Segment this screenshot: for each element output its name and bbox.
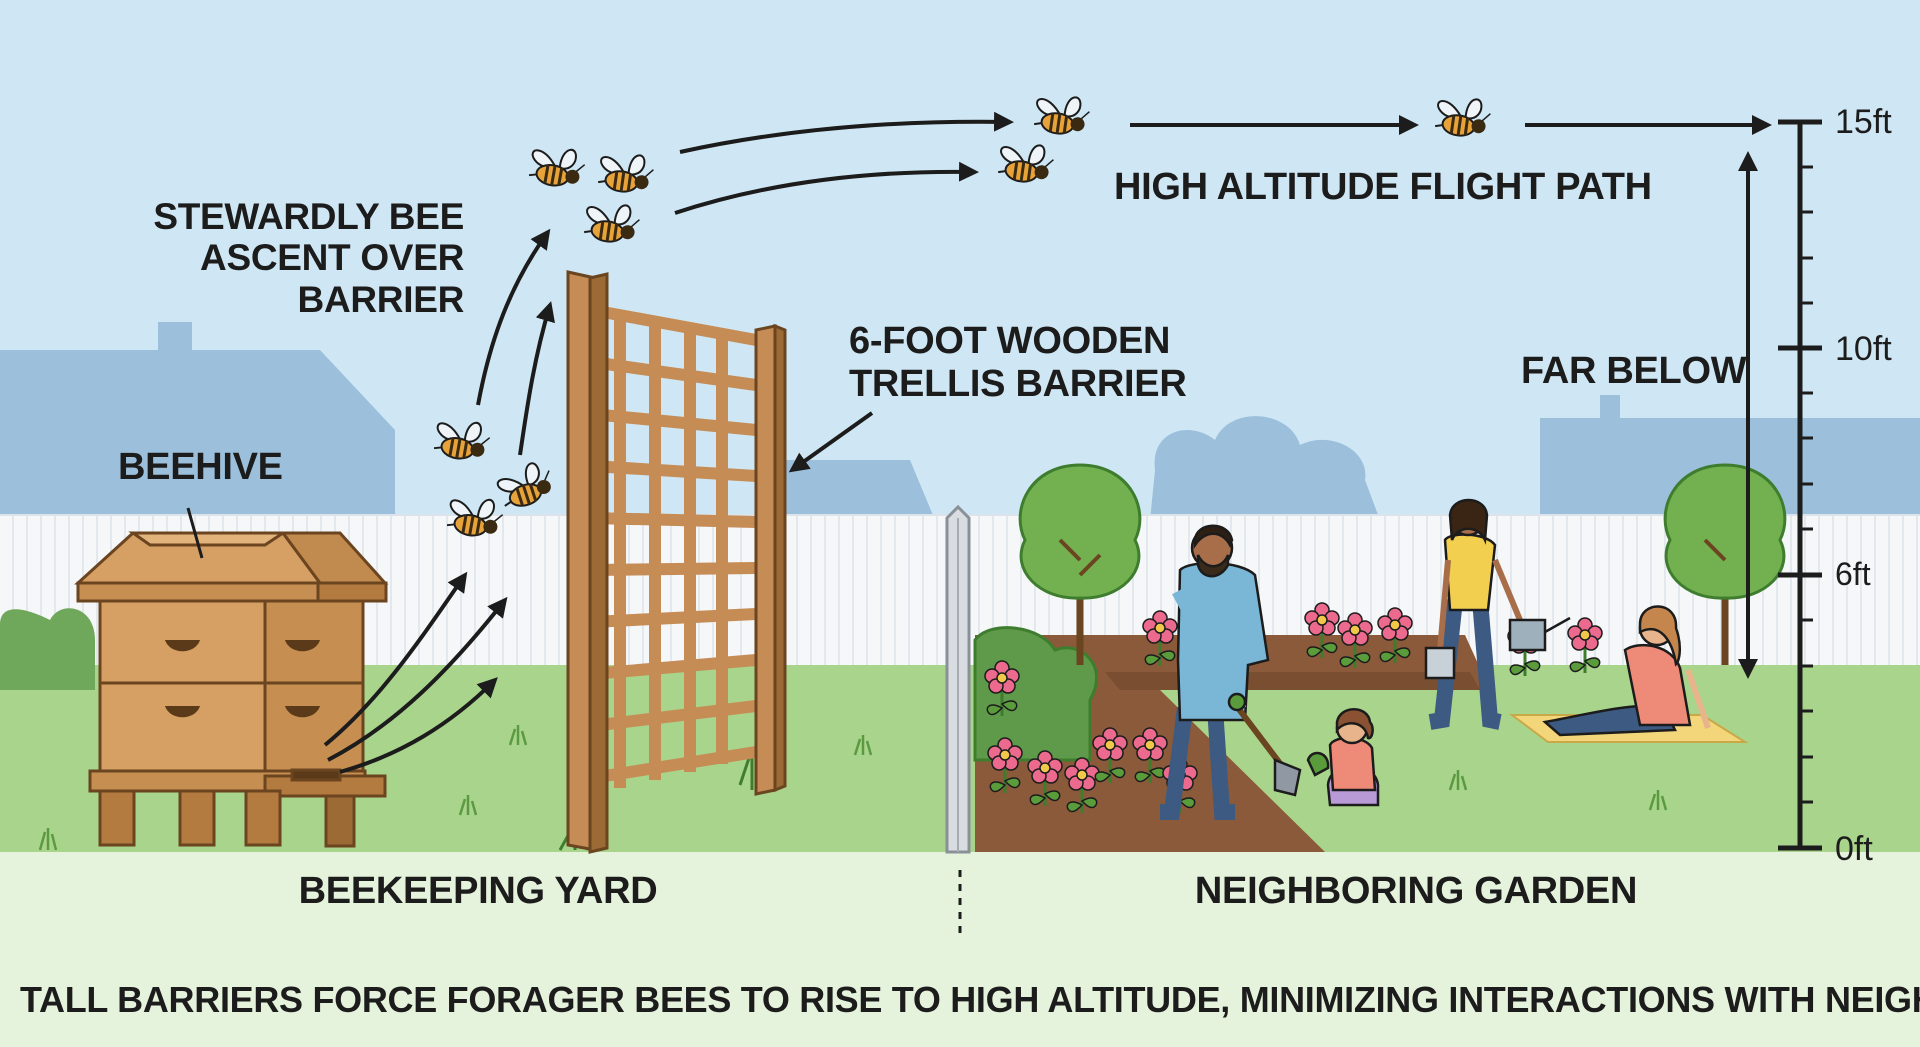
beehive-pointer xyxy=(186,507,204,559)
person-woman-watering xyxy=(1424,498,1571,730)
person-man-digging xyxy=(1160,524,1302,820)
divider-post xyxy=(945,504,971,940)
background-houses xyxy=(0,322,1920,520)
person-child xyxy=(1306,708,1380,807)
height-scale xyxy=(1778,119,1822,851)
ascent-label-line: BARRIER xyxy=(297,278,465,320)
ascent-arrows xyxy=(323,111,1772,774)
scale-tick-label: 0ft xyxy=(1835,830,1873,868)
trellis-pointer xyxy=(788,411,874,473)
ascent-label: STEWARDLY BEE ASCENT OVER BARRIER xyxy=(150,196,464,320)
trellis-label: 6-FOOT WOODEN TRELLIS BARRIER xyxy=(849,320,1187,405)
caption: TALL BARRIERS FORCE FORAGER BEES TO RISE… xyxy=(20,979,1920,1020)
ascent-label-line: STEWARDLY BEE xyxy=(153,196,464,237)
flight-path-label: HIGH ALTITUDE FLIGHT PATH xyxy=(1114,166,1652,208)
trellis-illustration xyxy=(566,270,787,854)
beehive-illustration xyxy=(74,531,389,848)
far-below-label: FAR BELOW xyxy=(1521,350,1747,392)
scale-tick-label: 10ft xyxy=(1835,330,1892,368)
ascent-label-line: ASCENT OVER xyxy=(200,237,464,279)
neighboring-garden-label: NEIGHBORING GARDEN xyxy=(1194,870,1638,912)
person-woman-sitting xyxy=(1542,605,1711,737)
scale-tick-label: 6ft xyxy=(1835,556,1871,592)
beekeeping-yard-label: BEEKEEPING YARD xyxy=(298,870,658,912)
bush xyxy=(973,626,1098,762)
beehive-label: BEEHIVE xyxy=(118,446,283,488)
hedge xyxy=(0,608,95,690)
scale-tick-label: 15ft xyxy=(1835,103,1892,141)
trellis-label-line: 6-FOOT WOODEN xyxy=(849,320,1171,362)
trellis-label-line: TRELLIS BARRIER xyxy=(849,362,1187,405)
tree-1 xyxy=(1018,463,1142,665)
